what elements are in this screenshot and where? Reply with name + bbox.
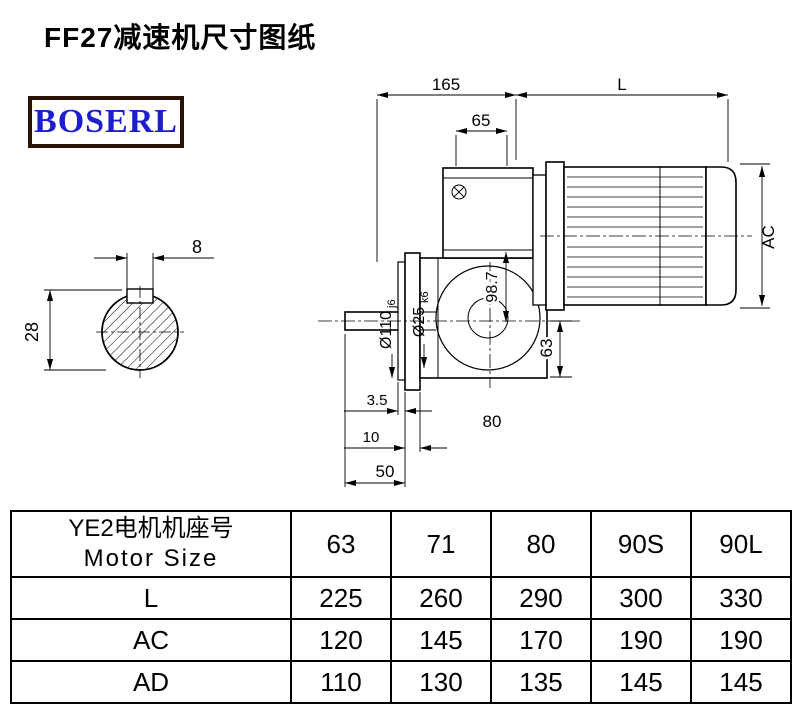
dim-10-label: 10 xyxy=(363,429,380,446)
dimension-labels: 165 L 65 AC 8 28 Ø110 j6 Ø25 k6 98.7 63 … xyxy=(22,75,778,481)
motor-size-header-cell: YE2电机机座号 Motor Size xyxy=(10,510,292,578)
dim-AC-label: AC xyxy=(759,225,778,249)
centerlines xyxy=(318,235,752,388)
dim-165-label: 165 xyxy=(432,75,460,94)
table-cell: 145 xyxy=(690,660,792,704)
row-label-L: L xyxy=(10,576,292,620)
table-row-AC: AC 120 145 170 190 190 xyxy=(10,618,792,662)
gearbox-motor-view xyxy=(318,161,752,391)
table-cell: 300 xyxy=(590,576,692,620)
motor-size-header-en: Motor Size xyxy=(83,545,219,572)
dim-8-label: 8 xyxy=(192,237,202,257)
logo-text: BOSERL xyxy=(34,103,178,140)
col-header-71: 71 xyxy=(390,510,492,578)
col-header-90s: 90S xyxy=(590,510,692,578)
table-cell: 110 xyxy=(290,660,392,704)
row-label-AC: AC xyxy=(10,618,292,662)
boserl-logo: BOSERL xyxy=(28,96,184,148)
dim-63-label: 63 xyxy=(537,339,556,358)
dim-shaft-diameter-tolerance: k6 xyxy=(419,291,431,303)
dim-flange-diameter-tolerance: j6 xyxy=(386,299,398,309)
table-cell: 135 xyxy=(490,660,592,704)
table-header-row: YE2电机机座号 Motor Size 63 71 80 90S 90L xyxy=(10,510,792,578)
bell-housing xyxy=(532,174,547,306)
shaft-cross-section xyxy=(96,286,184,378)
bolt-hole xyxy=(451,184,467,200)
col-header-80: 80 xyxy=(490,510,592,578)
dim-65-label: 65 xyxy=(472,111,491,130)
table-row-L: L 225 260 290 300 330 xyxy=(10,576,792,620)
dim-flange-diameter-label: Ø110 xyxy=(378,311,395,349)
motor-dimension-table: YE2电机机座号 Motor Size 63 71 80 90S 90L L 2… xyxy=(10,510,792,704)
dim-50-label: 50 xyxy=(376,462,395,481)
dim-987-label: 98.7 xyxy=(484,271,501,302)
col-header-63: 63 xyxy=(290,510,392,578)
table-cell: 145 xyxy=(590,660,692,704)
table-cell: 190 xyxy=(690,618,792,662)
table-cell: 225 xyxy=(290,576,392,620)
row-label-AD: AD xyxy=(10,660,292,704)
table-cell: 120 xyxy=(290,618,392,662)
motor-size-header-cn: YE2电机机座号 xyxy=(68,515,234,542)
main-housing xyxy=(419,257,548,379)
upper-housing xyxy=(442,167,534,259)
table-cell: 145 xyxy=(390,618,492,662)
col-header-90l: 90L xyxy=(690,510,792,578)
table-cell: 260 xyxy=(390,576,492,620)
table-cell: 190 xyxy=(590,618,692,662)
dim-35-label: 3.5 xyxy=(367,392,388,409)
dim-shaft-diameter-label: Ø25 xyxy=(411,307,428,337)
table-cell: 330 xyxy=(690,576,792,620)
page-title: FF27减速机尺寸图纸 xyxy=(44,22,317,53)
table-cell: 290 xyxy=(490,576,592,620)
table-cell: 170 xyxy=(490,618,592,662)
table-row-AD: AD 110 130 135 145 145 xyxy=(10,660,792,704)
dim-80-label: 80 xyxy=(483,412,502,431)
dim-L-label: L xyxy=(617,75,626,94)
motor-fins xyxy=(567,176,703,298)
dimension-lines xyxy=(44,91,770,487)
table-cell: 130 xyxy=(390,660,492,704)
technical-drawing: 165 L 65 AC 8 28 Ø110 j6 Ø25 k6 98.7 63 … xyxy=(22,75,778,487)
dim-28-label: 28 xyxy=(22,322,42,342)
